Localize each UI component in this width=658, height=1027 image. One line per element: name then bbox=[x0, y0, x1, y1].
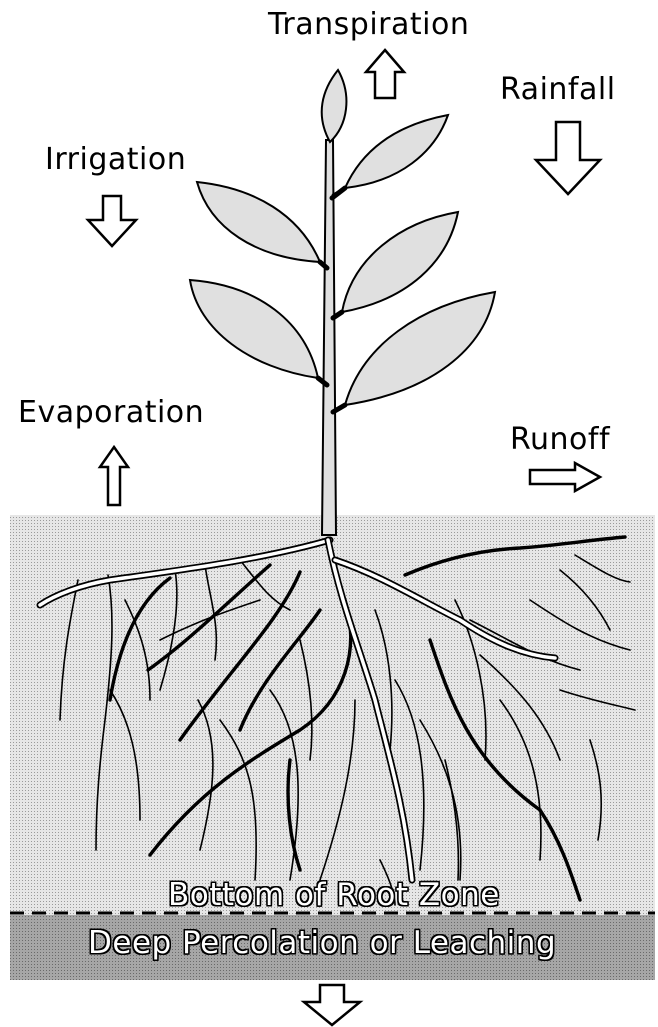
leaf-left-1 bbox=[197, 182, 320, 262]
label-runoff: Runoff bbox=[510, 425, 610, 455]
label-rainfall: Rainfall bbox=[500, 75, 616, 105]
leaf-right-1 bbox=[345, 115, 448, 188]
plant-leaves bbox=[190, 70, 495, 405]
leaf-left-2 bbox=[190, 280, 318, 378]
leaf-right-2 bbox=[342, 212, 458, 312]
label-evaporation: Evaporation bbox=[18, 398, 204, 428]
runoff-arrow-icon bbox=[530, 463, 600, 491]
rainfall-arrow-icon bbox=[536, 122, 600, 194]
leaf-top bbox=[322, 70, 347, 142]
label-deep-percolation: Deep Percolation or Leaching bbox=[88, 928, 556, 959]
label-irrigation: Irrigation bbox=[45, 145, 186, 175]
label-bottom-of-root-zone: Bottom of Root Zone bbox=[168, 880, 500, 911]
label-transpiration: Transpiration bbox=[268, 10, 469, 40]
deep-percolation-arrow-icon bbox=[304, 985, 360, 1025]
irrigation-arrow-icon bbox=[88, 196, 136, 246]
transpiration-arrow-icon bbox=[366, 50, 404, 98]
evaporation-arrow-icon bbox=[100, 447, 128, 505]
leaf-right-3 bbox=[345, 292, 495, 405]
